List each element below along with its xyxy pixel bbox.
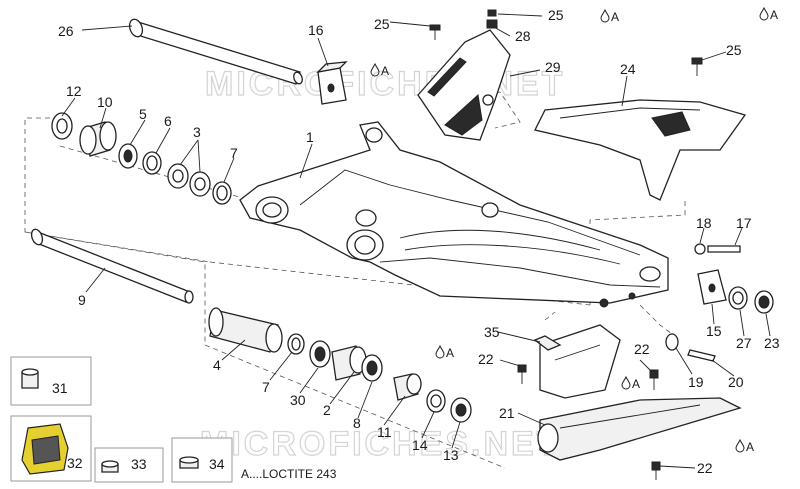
callout-22-c: 22 bbox=[697, 460, 713, 476]
loctite-marker-5: A bbox=[621, 376, 640, 391]
callout-27: 27 bbox=[736, 335, 752, 351]
screws-25-28 bbox=[429, 9, 703, 76]
svg-text:A: A bbox=[381, 64, 389, 78]
callout-21: 21 bbox=[499, 405, 515, 421]
callout-9: 9 bbox=[78, 292, 86, 308]
callout-12: 12 bbox=[66, 83, 82, 99]
part-26-pivot-pin bbox=[128, 18, 303, 85]
callout-3: 3 bbox=[193, 124, 201, 140]
svg-text:A: A bbox=[611, 10, 619, 24]
callout-22-a: 22 bbox=[478, 351, 494, 367]
part-29-chain-cover bbox=[417, 29, 511, 141]
callout-7-upper: 7 bbox=[230, 145, 238, 161]
svg-text:A: A bbox=[632, 377, 640, 391]
bearing-stack-upper bbox=[51, 112, 232, 205]
callout-4: 4 bbox=[213, 357, 221, 373]
callout-25-a: 25 bbox=[374, 16, 390, 32]
callout-19: 19 bbox=[688, 374, 704, 390]
callout-10: 10 bbox=[97, 94, 113, 110]
right-small-parts bbox=[665, 243, 774, 362]
svg-text:A: A bbox=[746, 440, 754, 454]
callout-34: 34 bbox=[209, 456, 225, 472]
callout-25-b: 25 bbox=[548, 7, 564, 23]
callout-8: 8 bbox=[353, 415, 361, 431]
callout-numbers: 26 16 25 25 28 29 24 25 12 10 5 6 3 7 1 … bbox=[52, 7, 780, 476]
loctite-marker-6: A bbox=[735, 439, 754, 454]
part-9-pin bbox=[30, 228, 194, 304]
svg-text:A: A bbox=[770, 8, 778, 22]
callout-32: 32 bbox=[67, 455, 83, 471]
part-16-block bbox=[316, 61, 348, 105]
callout-13: 13 bbox=[443, 447, 459, 463]
callout-33: 33 bbox=[131, 456, 147, 472]
part-35-bracket bbox=[517, 324, 659, 399]
loctite-marker-1: A bbox=[370, 63, 389, 78]
loctite-marker-2: A bbox=[600, 9, 619, 24]
loctite-marker-4: A bbox=[435, 345, 454, 360]
callout-31: 31 bbox=[52, 380, 68, 396]
callout-6: 6 bbox=[164, 113, 172, 129]
callout-11: 11 bbox=[377, 424, 392, 440]
watermark-bottom: MICROFICHES.NET bbox=[200, 425, 560, 463]
callout-2: 2 bbox=[323, 402, 331, 418]
callout-5: 5 bbox=[139, 106, 147, 122]
callout-20: 20 bbox=[728, 374, 744, 390]
callout-23: 23 bbox=[764, 335, 780, 351]
part-21-chain-slider bbox=[537, 397, 742, 480]
callout-30: 30 bbox=[290, 392, 306, 408]
callout-35: 35 bbox=[484, 324, 500, 340]
callout-18: 18 bbox=[696, 215, 712, 231]
callout-25-c: 25 bbox=[726, 42, 742, 58]
callout-16: 16 bbox=[308, 22, 324, 38]
part-1-swingarm bbox=[239, 121, 669, 308]
callout-15: 15 bbox=[706, 323, 722, 339]
callout-29: 29 bbox=[545, 59, 561, 75]
part-24-chain-guard bbox=[534, 99, 747, 201]
kit-boxes bbox=[10, 356, 233, 483]
loctite-marker-3: A bbox=[759, 7, 778, 22]
callout-28: 28 bbox=[515, 28, 531, 44]
svg-text:A: A bbox=[446, 346, 454, 360]
bearing-stack-lower bbox=[208, 307, 472, 423]
loctite-markers: A A A A A A bbox=[370, 7, 778, 454]
callout-14: 14 bbox=[412, 437, 428, 453]
callout-17: 17 bbox=[736, 215, 752, 231]
callout-7-lower: 7 bbox=[262, 379, 270, 395]
callout-26: 26 bbox=[58, 23, 74, 39]
leader-lines bbox=[61, 13, 771, 469]
callout-24: 24 bbox=[620, 61, 636, 77]
legend-loctite: A....LOCTITE 243 bbox=[241, 467, 337, 481]
callout-1: 1 bbox=[306, 129, 314, 145]
callout-22-b: 22 bbox=[634, 341, 650, 357]
